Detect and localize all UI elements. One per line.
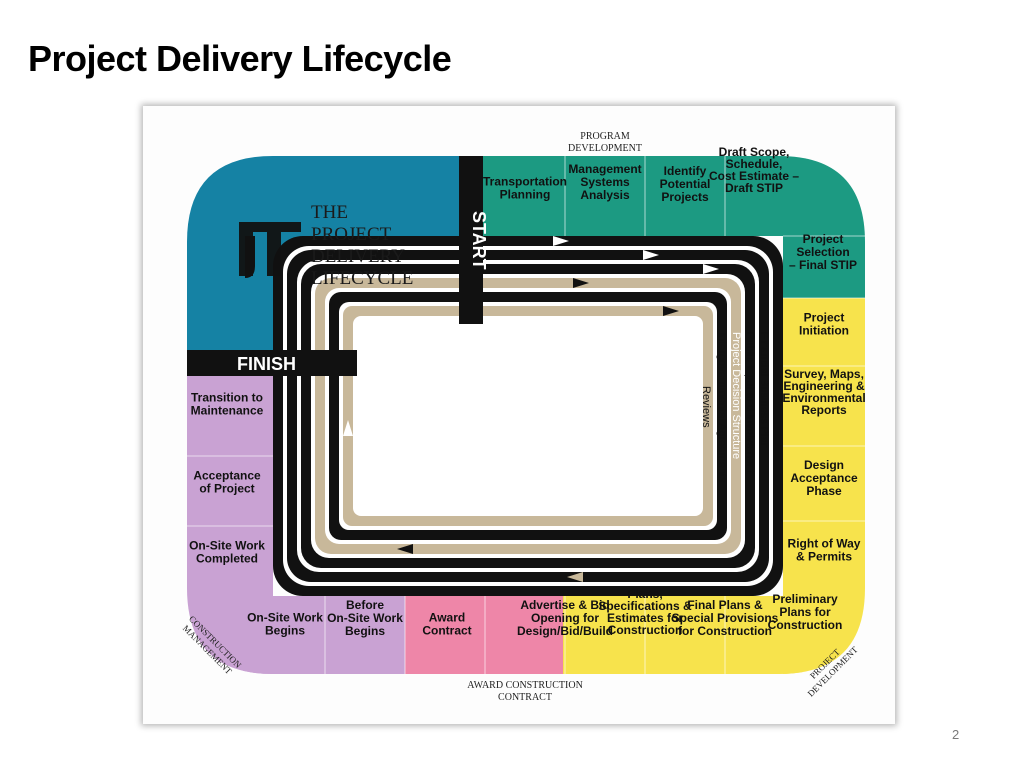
program-development-band [483, 156, 865, 236]
logo-title-line-3: DELIVERY [311, 246, 405, 267]
finish-label: FINISH [237, 354, 296, 374]
project-development-bottom-band [563, 596, 803, 674]
track-label-financial-business-plan: Financial Business Plan [758, 332, 770, 449]
phase-label-award-2: CONTRACT [498, 692, 552, 703]
finish-bar [187, 350, 357, 376]
board-segments [187, 156, 865, 674]
track-label-project-decision-structure: Project Decision Structure [730, 332, 742, 459]
slide-title: Project Delivery Lifecycle [28, 38, 452, 79]
track-label-public-input: Public Input and Involvement [744, 332, 756, 473]
step-teal-3: Draft Scope,Schedule,Cost Estimate –Draf… [709, 145, 799, 195]
step-yellow-3: Right of Way& Permits [788, 537, 861, 564]
start-bar [459, 156, 483, 324]
construction-bottom-band [243, 596, 405, 674]
track-label-reviews: Reviews [700, 386, 712, 428]
logo-title-line-1: THE [311, 202, 348, 223]
logo-title-line-4: LIFECYCLE [311, 268, 413, 289]
award-contract-band [405, 596, 563, 674]
diagram-frame: START FINISH THE PROJECT DELIVERY LIFECY… [143, 106, 895, 724]
page-number: 2 [952, 727, 960, 742]
lifecycle-logo [239, 222, 301, 278]
logo-title-line-2: PROJECT [311, 224, 392, 245]
cell-dividers [187, 156, 865, 674]
start-label: START [469, 211, 489, 270]
lifecycle-diagram: START FINISH THE PROJECT DELIVERY LIFECY… [181, 131, 866, 703]
project-selection-cell [783, 236, 865, 298]
phase-label-program-development-1: PROGRAM [580, 131, 630, 142]
phase-label-award-1: AWARD CONSTRUCTION [467, 680, 583, 691]
phase-label-program-development-2: DEVELOPMENT [568, 143, 642, 154]
process-track [273, 236, 783, 596]
track-label-intergovernmental-agreements: Intergovernmental Agreements [716, 332, 728, 483]
